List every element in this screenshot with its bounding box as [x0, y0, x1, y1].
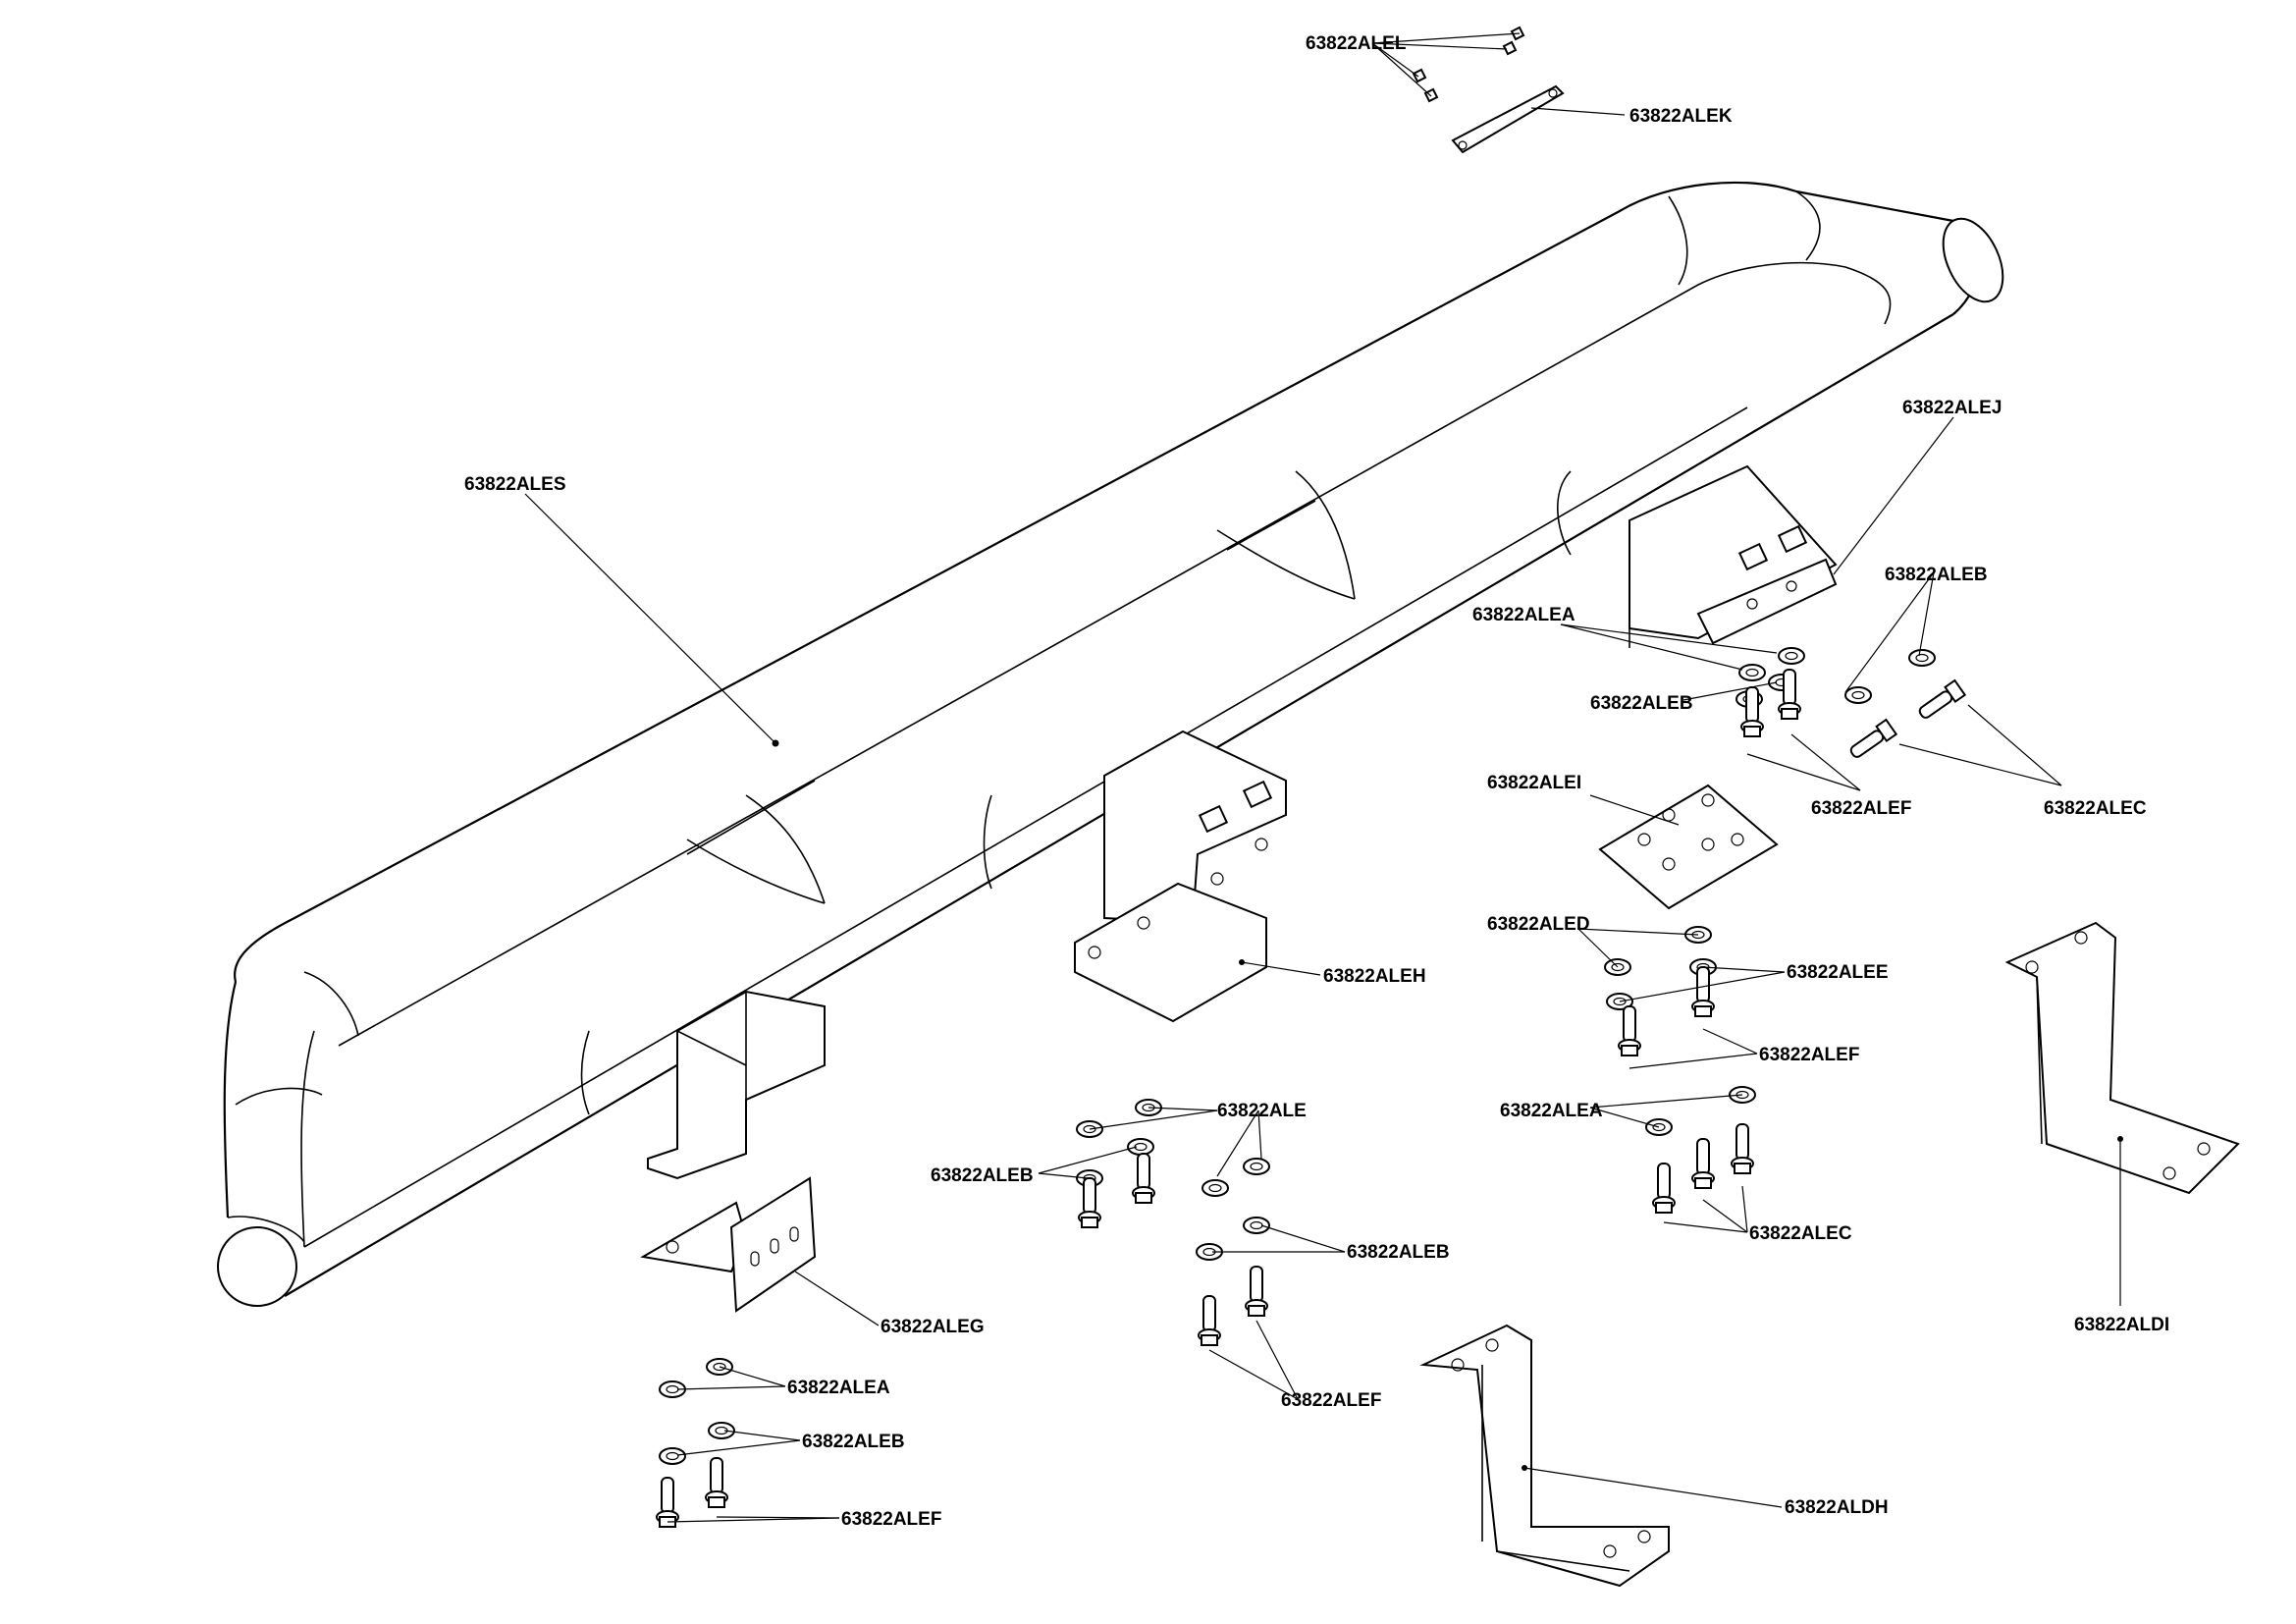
bolt [705, 1457, 728, 1508]
bolt [1778, 669, 1801, 720]
washer-hole [1208, 1183, 1222, 1193]
label-alef-2: 63822ALEF [1759, 1045, 1859, 1065]
washers [659, 647, 1936, 1465]
label-aleb-4: 63822ALEB [1347, 1242, 1450, 1263]
bolt [1618, 1005, 1641, 1056]
label-aldi: 63822ALDI [2074, 1315, 2169, 1335]
washer [1243, 1217, 1270, 1234]
bolt [1691, 966, 1715, 1017]
washer-hole [1613, 997, 1627, 1006]
label-ale: 63822ALE [1217, 1101, 1307, 1121]
label-alea-1: 63822ALEA [1472, 605, 1575, 625]
label-aleb-5: 63822ALEB [802, 1432, 905, 1452]
bolt [1652, 1163, 1676, 1214]
washer [1127, 1138, 1154, 1156]
washer-hole [1652, 1122, 1666, 1132]
rear-bracket-on-tube [1629, 464, 1838, 648]
label-alef-4: 63822ALEF [841, 1509, 941, 1530]
front-bracket-on-tube [647, 990, 826, 1180]
mounting-plate [1598, 784, 1779, 910]
washer [1201, 1179, 1229, 1197]
trim-screws [1412, 26, 1525, 103]
label-alel: 63822ALEL [1306, 33, 1407, 54]
washer-hole [1915, 653, 1929, 663]
bracket-aleg [640, 1176, 817, 1313]
bolt [1078, 1177, 1101, 1228]
washer-hole [1250, 1162, 1263, 1171]
bolt [1691, 1138, 1715, 1189]
label-aleb-1: 63822ALEB [1590, 693, 1693, 714]
label-ales: 63822ALES [464, 474, 566, 495]
label-alef-1: 63822ALEF [1811, 798, 1911, 819]
washer [1243, 1158, 1270, 1175]
leader-dots [772, 739, 2123, 1471]
leader-lines [524, 32, 2121, 1523]
bolt [656, 1477, 679, 1528]
washer [1778, 647, 1805, 665]
label-aleh: 63822ALEH [1323, 966, 1426, 987]
label-alea-3: 63822ALEA [787, 1378, 890, 1398]
washer [1738, 664, 1766, 681]
washer-hole [713, 1362, 726, 1372]
label-alek: 63822ALEK [1629, 106, 1733, 127]
washer-hole [1083, 1124, 1096, 1134]
bolt [1731, 1123, 1754, 1174]
washer [708, 1422, 735, 1439]
label-alee: 63822ALEE [1787, 962, 1889, 983]
bolt [1918, 678, 1967, 719]
bracket-aldh [1419, 1324, 1670, 1588]
bolt [1245, 1266, 1268, 1317]
label-aleg: 63822ALEG [881, 1317, 985, 1337]
washer-hole [1611, 962, 1625, 972]
bolt [1198, 1295, 1221, 1346]
washer-hole [666, 1451, 679, 1461]
label-alej: 63822ALEJ [1902, 398, 2002, 418]
label-aleb-2: 63822ALEB [1885, 565, 1988, 585]
washer-hole [1785, 651, 1798, 661]
washer [1844, 686, 1872, 704]
label-alei: 63822ALEI [1487, 773, 1581, 793]
part-labels: 63822ALEL 63822ALEK 63822ALES 63822ALEJ … [464, 33, 2169, 1530]
label-aldh: 63822ALDH [1785, 1497, 1889, 1518]
washer [659, 1447, 686, 1465]
washer-hole [1745, 668, 1759, 677]
bolt [1849, 718, 1898, 758]
washer [1908, 649, 1936, 667]
label-alea-2: 63822ALEA [1500, 1101, 1603, 1121]
washer-hole [1851, 690, 1865, 700]
bracket-aldi [2004, 921, 2240, 1195]
middle-bracket-on-tube [1074, 730, 1287, 1023]
label-aleb-3: 63822ALEB [931, 1165, 1034, 1186]
label-alec-2: 63822ALEC [1749, 1223, 1852, 1244]
label-alec-1: 63822ALEC [2044, 798, 2147, 819]
label-aled: 63822ALED [1487, 914, 1590, 935]
trim-plate [1451, 84, 1565, 154]
label-alef-3: 63822ALEF [1281, 1390, 1381, 1411]
bolt [1132, 1153, 1155, 1204]
